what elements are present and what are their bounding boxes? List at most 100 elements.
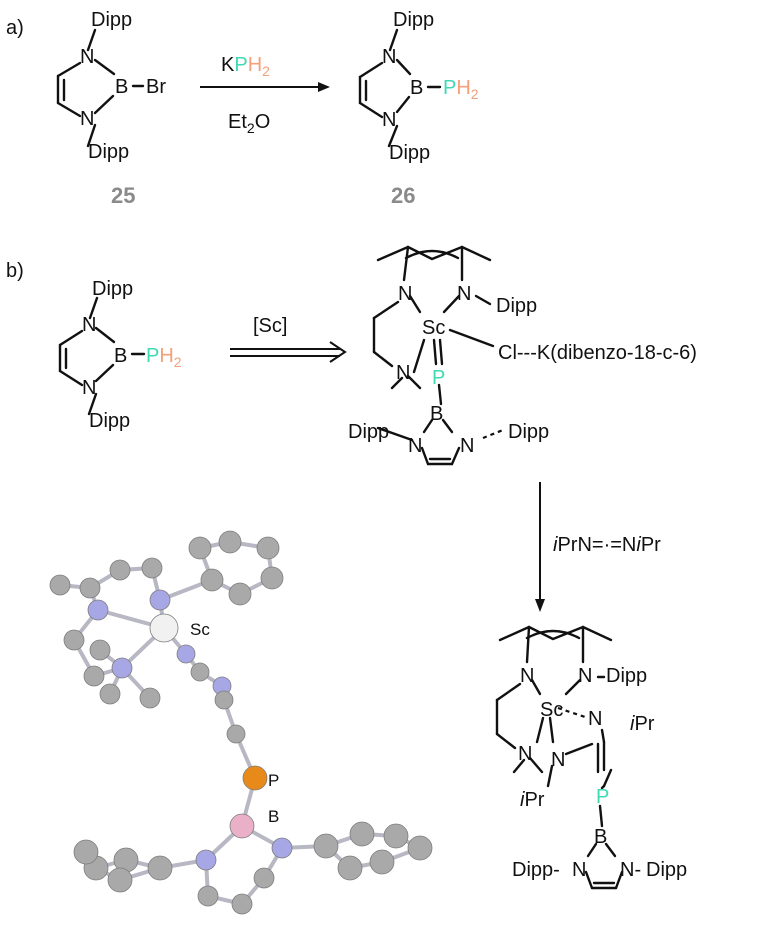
compound-25-n-bottom: N bbox=[80, 108, 94, 130]
reagent-carbodiimide: iPrN=·=NiPr bbox=[553, 534, 661, 556]
compound-26-structure bbox=[358, 28, 442, 148]
crystal-atom-n2 bbox=[87, 599, 109, 621]
sc-complex-structure bbox=[372, 245, 504, 466]
product-n-ring-right: N- bbox=[620, 859, 641, 881]
product-n-amidinate-top: N bbox=[588, 708, 602, 730]
crystal-atom-n4 bbox=[176, 644, 196, 664]
crystal-atom-n1 bbox=[149, 589, 171, 611]
crystal-atom-c9 bbox=[228, 582, 252, 606]
compound-number-25: 25 bbox=[111, 183, 135, 208]
crystal-atom-c21 bbox=[253, 867, 275, 889]
compound-25-dipp-bottom: Dipp bbox=[88, 141, 129, 163]
panel-b-sm-n-bottom: N bbox=[82, 377, 96, 399]
crystal-atom-p bbox=[242, 765, 268, 791]
crystal-label-p: P bbox=[268, 771, 279, 790]
crystal-atom-c1 bbox=[141, 557, 163, 579]
product-boron: B bbox=[594, 826, 607, 848]
product-sc: Sc bbox=[540, 699, 563, 721]
compound-25-boron: B bbox=[115, 76, 128, 98]
product-phosphorus: P bbox=[596, 786, 609, 808]
crystal-atom-c19 bbox=[197, 885, 219, 907]
crystal-atom-c18 bbox=[214, 690, 234, 710]
panel-b-sm-ph2: PH2 bbox=[146, 345, 182, 370]
sc-complex-n-ring-right: N bbox=[460, 435, 474, 457]
crystal-atom-c12 bbox=[83, 665, 105, 687]
crystal-atom-c28 bbox=[337, 855, 363, 881]
compound-26-dipp-bottom: Dipp bbox=[389, 142, 430, 164]
compound-25-bromine: Br bbox=[146, 76, 166, 98]
product-n-left: N bbox=[520, 665, 534, 687]
product-n-ring-left: N bbox=[572, 859, 586, 881]
crystal-atom-c29 bbox=[369, 849, 395, 875]
crystal-atom-c17 bbox=[226, 724, 246, 744]
crystal-atom-c22 bbox=[147, 855, 173, 881]
crystal-atom-c20 bbox=[231, 893, 253, 915]
crystal-atom-nb1 bbox=[195, 849, 217, 871]
compound-25-structure bbox=[56, 28, 145, 148]
crystal-atom-b bbox=[229, 813, 255, 839]
crystal-atom-c5 bbox=[188, 536, 212, 560]
crystal-atom-nb2 bbox=[271, 837, 293, 859]
product-ipr-low: iPr bbox=[520, 789, 545, 811]
crystal-label-b: B bbox=[268, 807, 279, 826]
compound-26-ph2: PH2 bbox=[443, 77, 479, 102]
compound-26-n-top: N bbox=[382, 46, 396, 68]
crystal-atom-c11 bbox=[63, 629, 85, 651]
product-n-amidinate-low: N bbox=[551, 749, 565, 771]
compound-number-26: 26 bbox=[391, 183, 415, 208]
sc-complex-dipp-ring-right: Dipp bbox=[508, 421, 549, 443]
product-dipp-right: Dipp bbox=[606, 665, 647, 687]
crystal-atom-c25 bbox=[73, 839, 99, 865]
sc-complex-dipp-left: Dipp bbox=[348, 421, 389, 443]
sc-complex-n-amine: N bbox=[396, 362, 410, 384]
reaction-arrow-a-head bbox=[318, 82, 330, 92]
solvent-et2o: Et2O bbox=[228, 111, 270, 136]
crystal-atom-c3 bbox=[79, 577, 101, 599]
crystal-atom-c27 bbox=[313, 833, 339, 859]
crystal-atom-c14 bbox=[99, 683, 121, 705]
panel-b-sm-structure bbox=[58, 296, 146, 416]
panel-b-sm-boron: B bbox=[114, 345, 127, 367]
crystal-atom-c2 bbox=[109, 559, 131, 581]
product-n-right: N bbox=[578, 665, 592, 687]
compound-26-dipp-top: Dipp bbox=[393, 9, 434, 31]
compound-26-n-bottom: N bbox=[382, 109, 396, 131]
crystal-label-sc: Sc bbox=[190, 620, 210, 639]
sc-complex-dipp-right: Dipp bbox=[496, 295, 537, 317]
panel-a-label: a) bbox=[6, 17, 24, 39]
reaction-arrow-c-head bbox=[535, 599, 545, 612]
panel-b-sm-dipp-bottom: Dipp bbox=[89, 410, 130, 432]
sc-complex-cl-k: Cl---K(dibenzo-18-c-6) bbox=[498, 342, 697, 364]
crystal-atom-c13 bbox=[139, 687, 161, 709]
crystal-atom-sc bbox=[149, 613, 179, 643]
sc-complex-n-ring-left: N bbox=[408, 435, 422, 457]
product-dipp-left: Dipp- bbox=[512, 859, 560, 881]
crystal-atom-n3 bbox=[111, 657, 133, 679]
crystal-atom-c6 bbox=[218, 530, 242, 554]
crystal-atom-c30 bbox=[407, 835, 433, 861]
crystal-atom-c15 bbox=[89, 639, 111, 661]
crystal-atom-c32 bbox=[349, 821, 375, 847]
crystal-atom-c10 bbox=[200, 568, 224, 592]
panel-b-sm-dipp-top: Dipp bbox=[92, 278, 133, 300]
compound-25-n-top: N bbox=[80, 46, 94, 68]
crystal-atom-c4 bbox=[49, 574, 71, 596]
sc-complex-boron: B bbox=[430, 403, 443, 425]
reaction-arrow-b-head bbox=[329, 341, 347, 363]
crystal-atom-c31 bbox=[383, 823, 409, 849]
crystal-atom-c7 bbox=[256, 536, 280, 560]
panel-b-sm-n-top: N bbox=[82, 314, 96, 336]
crystal-atom-c8 bbox=[260, 566, 284, 590]
product-ipr-top: iPr bbox=[630, 713, 655, 735]
sc-complex-n-left: N bbox=[398, 283, 412, 305]
product-n-amine: N bbox=[518, 743, 532, 765]
reagent-sc: [Sc] bbox=[253, 315, 287, 337]
sc-complex-sc: Sc bbox=[422, 317, 445, 339]
reagent-kph2: KPH2 bbox=[221, 54, 270, 79]
product-dipp-ring-right: Dipp bbox=[646, 859, 687, 881]
compound-25-dipp-top: Dipp bbox=[91, 9, 132, 31]
final-product-structure bbox=[495, 625, 624, 890]
sc-complex-n-right: N bbox=[457, 283, 471, 305]
panel-b-label: b) bbox=[6, 260, 24, 282]
